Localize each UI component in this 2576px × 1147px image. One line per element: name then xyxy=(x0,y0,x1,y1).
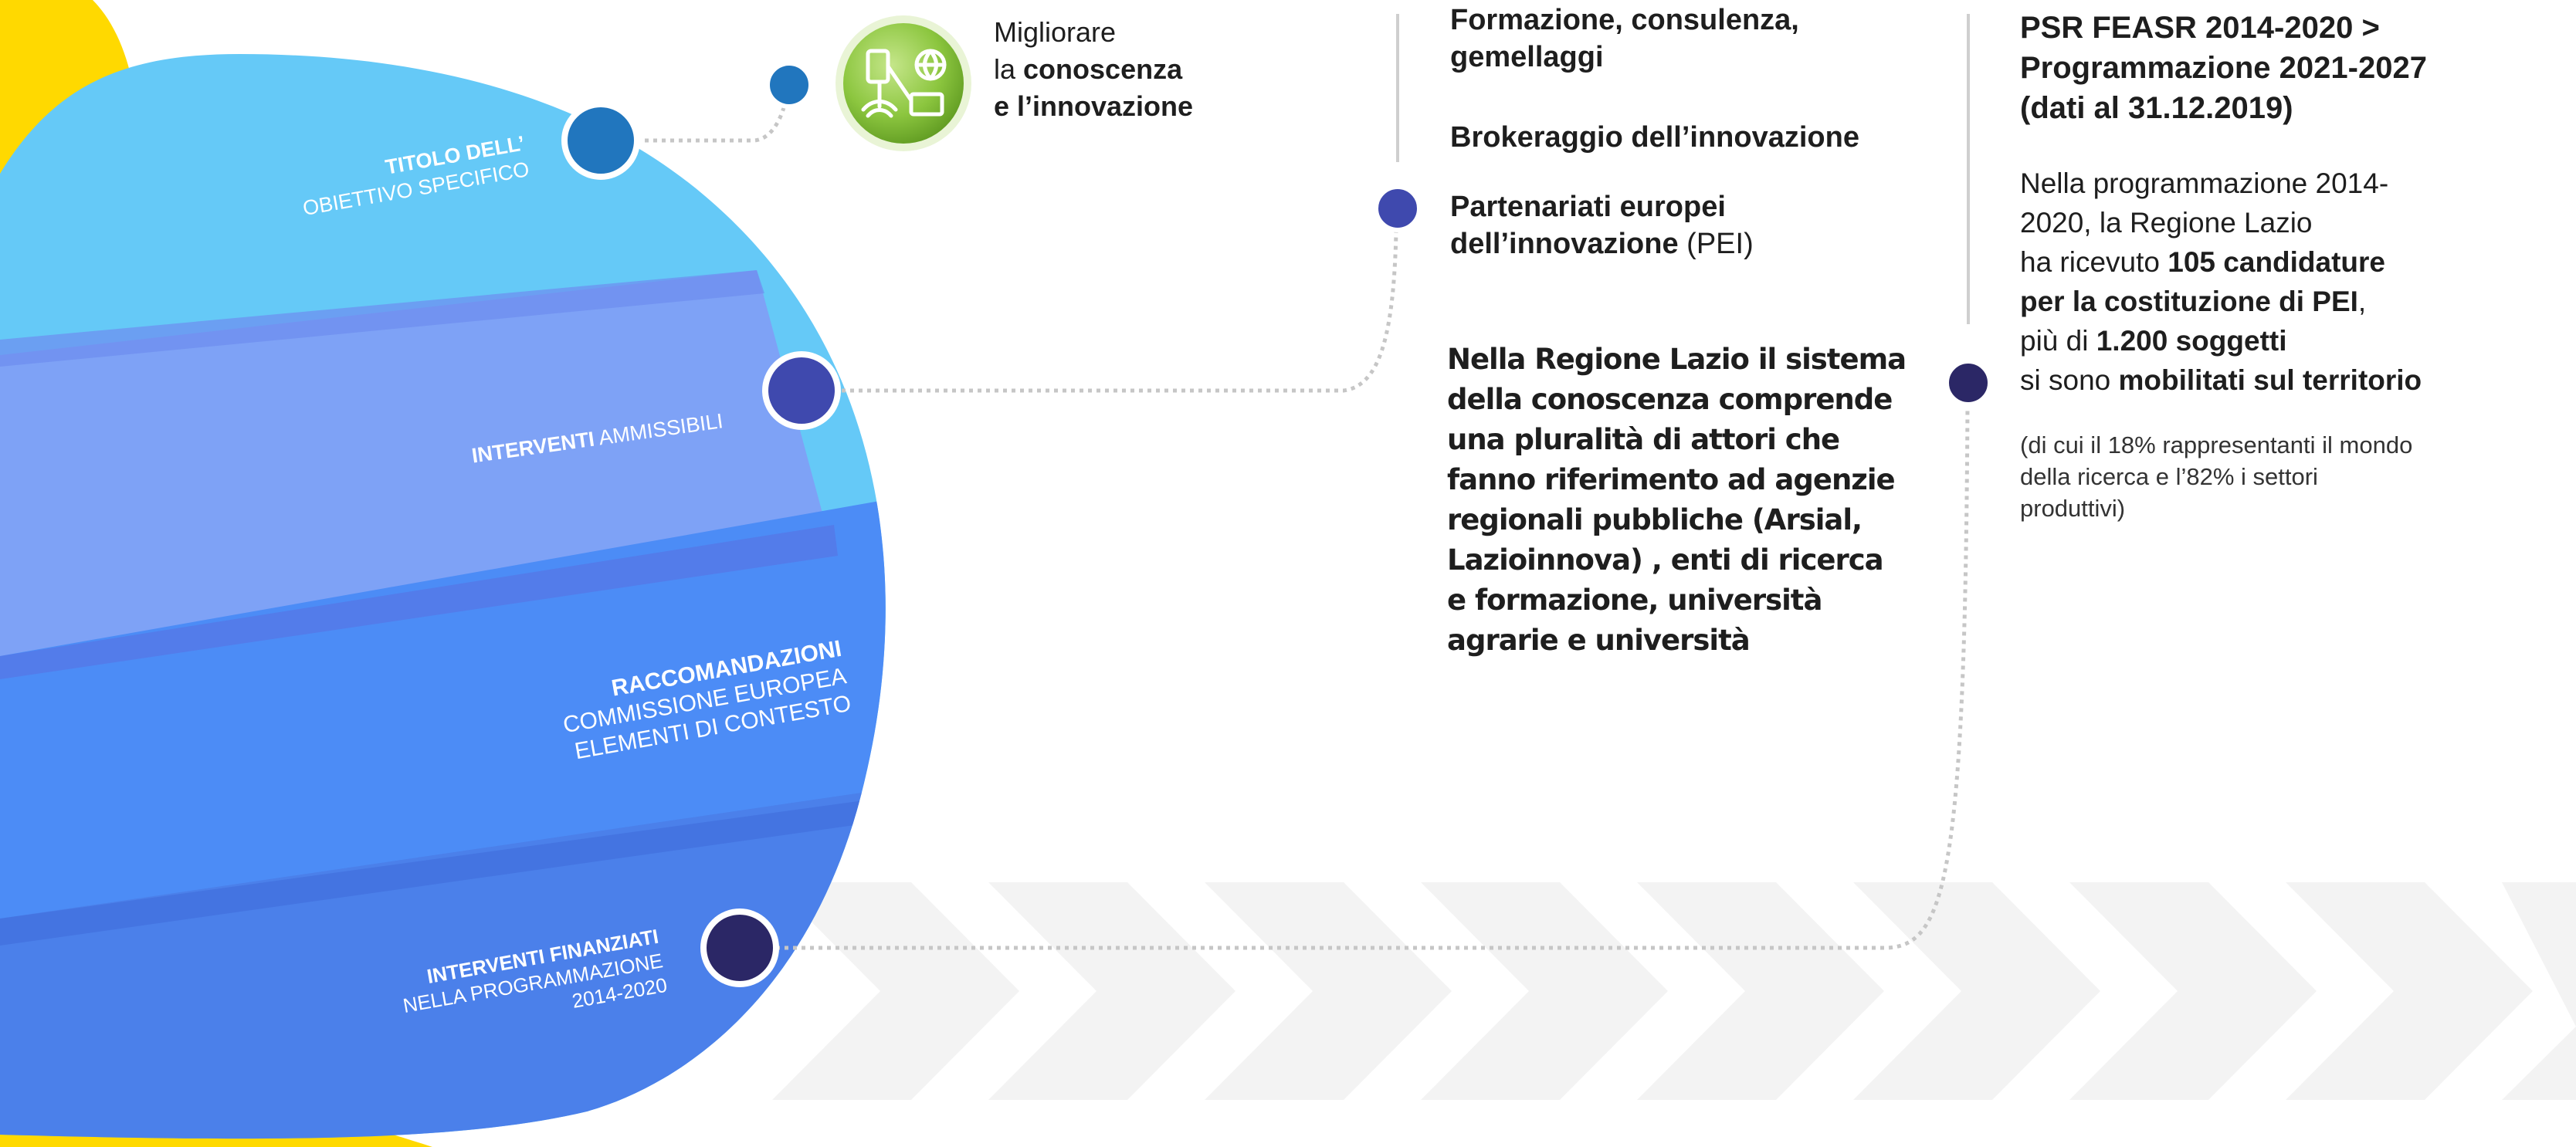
psr-title-line2: Programmazione 2021-2027 xyxy=(2020,51,2427,85)
connector-top xyxy=(645,90,790,143)
chevron-shape xyxy=(2286,882,2533,1100)
intervention-item-formazione-line1: Formazione, consulenza, xyxy=(1450,4,1799,36)
connector-bottom xyxy=(776,401,1970,950)
objective-line1: Migliorare xyxy=(994,16,1117,48)
psr-note-line3: produttivi) xyxy=(2020,495,2126,522)
dot-interventi xyxy=(762,351,841,430)
chevron-shape xyxy=(1205,882,1452,1100)
dot-psr xyxy=(1944,359,1992,407)
connector-middle xyxy=(842,231,1398,393)
chevron-shape xyxy=(772,882,1019,1100)
psr-note-line1: (di cui il 18% rappresentanti il mondo xyxy=(2020,431,2413,458)
psr-note-line2: della ricerca e l’82% i settori xyxy=(2020,463,2318,490)
chevron-shape xyxy=(2069,882,2317,1100)
chevron-shape xyxy=(1421,882,1668,1100)
chevron-shape xyxy=(1853,882,2100,1100)
intervention-item-pei-line1: Partenariati europei xyxy=(1450,191,1726,223)
psr-title-line1: PSR FEASR 2014-2020 > xyxy=(2020,11,2380,45)
dot-goal xyxy=(765,61,813,109)
band-finanziati-shade xyxy=(0,795,886,946)
chevron-shape xyxy=(2502,882,2576,1100)
knowledge-system-text: Nella Regione Lazio il sistema della con… xyxy=(1447,343,1907,657)
psr-body-line5: più di 1.200 soggetti xyxy=(2020,325,2287,357)
intervention-item-pei-line2: dell’innovazione (PEI) xyxy=(1450,228,1754,260)
chevron-shape xyxy=(988,882,1235,1100)
band-raccomandazioni-shade xyxy=(0,525,838,679)
psr-body: Nella programmazione 2014- 2020, la Regi… xyxy=(2020,164,2514,400)
psr-note: (di cui il 18% rappresentanti il mondo d… xyxy=(2020,429,2483,524)
intervention-item-pei: Partenariati europei dell’innovazione (P… xyxy=(1450,188,1754,262)
psr-title: PSR FEASR 2014-2020 > Programmazione 202… xyxy=(2020,8,2514,128)
objective-text: Migliorare la conoscenza e l’innovazione xyxy=(994,14,1193,125)
psr-body-line2: 2020, la Regione Lazio xyxy=(2020,207,2313,239)
psr-body-line3: ha ricevuto 105 candidature xyxy=(2020,246,2386,278)
dot-finanziati xyxy=(700,908,779,987)
band-raccomandazioni xyxy=(0,494,886,926)
innovation-network-icon xyxy=(836,15,971,151)
psr-body-line1: Nella programmazione 2014- xyxy=(2020,167,2389,199)
psr-body-line6: si sono mobilitati sul territorio xyxy=(2020,364,2422,396)
dot-pei xyxy=(1374,184,1422,232)
psr-title-line3: (dati al 31.12.2019) xyxy=(2020,91,2293,125)
dot-titolo xyxy=(561,101,640,180)
banded-disc xyxy=(0,54,886,1139)
chevron-track xyxy=(772,882,2576,1100)
chevron-shape xyxy=(1637,882,1884,1100)
band-interventi-shade xyxy=(0,270,764,367)
objective-line3: e l’innovazione xyxy=(994,90,1194,122)
intervention-item-formazione: Formazione, consulenza, gemellaggi xyxy=(1450,2,1799,76)
intervention-item-formazione-line2: gemellaggi xyxy=(1450,41,1604,73)
psr-body-line4: per la costituzione di PEI, xyxy=(2020,286,2367,317)
objective-line2: la conoscenza xyxy=(994,53,1183,85)
intervention-item-brokeraggio: Brokeraggio dell’innovazione xyxy=(1450,121,1859,154)
